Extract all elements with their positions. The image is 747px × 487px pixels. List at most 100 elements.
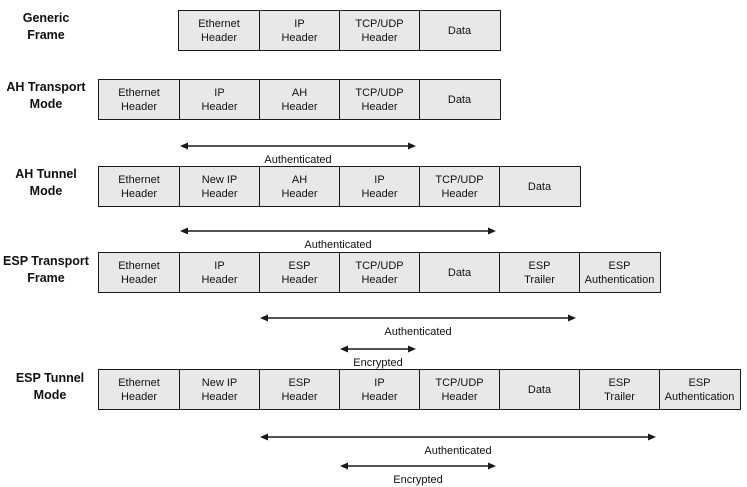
frame-field-label: TCP/UDP (355, 86, 404, 99)
span-arrow-authenticated (180, 142, 416, 150)
span-label-encrypted: Encrypted (353, 357, 403, 369)
span-label-authenticated: Authenticated (264, 154, 332, 166)
frame-field-label: Header (281, 100, 318, 113)
frame-field-label: Header (120, 100, 158, 113)
frame-field-label: Header (281, 187, 318, 200)
row-label-line: Mode (29, 184, 63, 198)
span-arrow-encrypted (340, 345, 416, 353)
arrowhead-left (180, 227, 188, 235)
frame-field-label: ESP (608, 259, 631, 272)
frame-field-label: Header (361, 31, 398, 44)
row-label-line: Mode (29, 97, 63, 111)
frame-field-label: TCP/UDP (355, 17, 404, 30)
row-label-line: Mode (33, 388, 67, 402)
arrowhead-left (340, 345, 348, 353)
span-label-encrypted: Encrypted (393, 474, 443, 486)
frame-field-label: Data (527, 180, 552, 193)
frame-field-label: Header (361, 273, 398, 286)
frame-field-label: AH (291, 173, 308, 186)
arrowhead-right (488, 462, 496, 470)
frame-field-label: Header (281, 390, 318, 403)
frame-field-label: Ethernet (118, 259, 160, 272)
arrowhead-left (340, 462, 348, 470)
frame-field-label: Header (201, 273, 238, 286)
arrowhead-right (488, 227, 496, 235)
arrowhead-right (408, 142, 416, 150)
frame-field-label: Header (281, 273, 318, 286)
frame-field-label: AH (291, 86, 308, 99)
span-label-authenticated: Authenticated (304, 239, 372, 251)
frame-field: Data (419, 80, 499, 119)
row-label-line: AH Tunnel (15, 167, 77, 181)
row-label-line: Generic (22, 11, 70, 25)
frame-field-label: TCP/UDP (435, 173, 484, 186)
row-label-line: AH Transport (6, 80, 86, 94)
frame-field: Data (419, 253, 499, 292)
frame-field-label: TCP/UDP (435, 376, 484, 389)
arrowhead-right (568, 314, 576, 322)
frame-field-label: Header (281, 31, 318, 44)
arrowhead-right (648, 433, 656, 441)
frame-field-label: ESP (608, 376, 631, 389)
row-label-line: Frame (27, 271, 65, 285)
frame-field-label: Header (441, 187, 478, 200)
frame-field-label: Header (361, 390, 398, 403)
frame-field-label: IP (374, 173, 385, 186)
frame-field-label: TCP/UDP (355, 259, 404, 272)
frame-field-label: Data (527, 383, 552, 396)
frame-field-label: IP (214, 86, 225, 99)
span-arrow-authenticated (180, 227, 496, 235)
frame-field-label: Ethernet (118, 86, 160, 99)
span-arrow-encrypted (340, 462, 496, 470)
frame-field-label: Header (120, 187, 158, 200)
frame-field: Data (499, 167, 579, 206)
frame-field-label: Header (361, 100, 398, 113)
frame-field-label: ESP (288, 376, 311, 389)
frame-field-label: Header (120, 390, 158, 403)
frame-field-label: New IP (201, 173, 238, 186)
frame-field-label: Data (447, 24, 472, 37)
frame-field-label: Header (120, 273, 158, 286)
frame-field-label: ESP (528, 259, 551, 272)
frame-field-label: Header (200, 31, 238, 44)
arrowhead-left (180, 142, 188, 150)
frame-field-label: Header (361, 187, 398, 200)
row-label-line: ESP Transport (3, 254, 89, 268)
arrowhead-right (408, 345, 416, 353)
frame-field: Data (499, 370, 579, 409)
frame-field: Data (419, 11, 499, 50)
frame-field-label: Trailer (604, 390, 635, 403)
frame-field-label: Ethernet (118, 376, 160, 389)
frame-field-label: Data (447, 266, 472, 279)
frame-field-label: Header (201, 390, 238, 403)
frame-field-label: Ethernet (198, 17, 240, 30)
arrowhead-left (260, 314, 268, 322)
frame-field-label: Trailer (524, 273, 555, 286)
frame-field-label: Header (201, 187, 238, 200)
frame-field-label: Authentication (664, 390, 735, 403)
